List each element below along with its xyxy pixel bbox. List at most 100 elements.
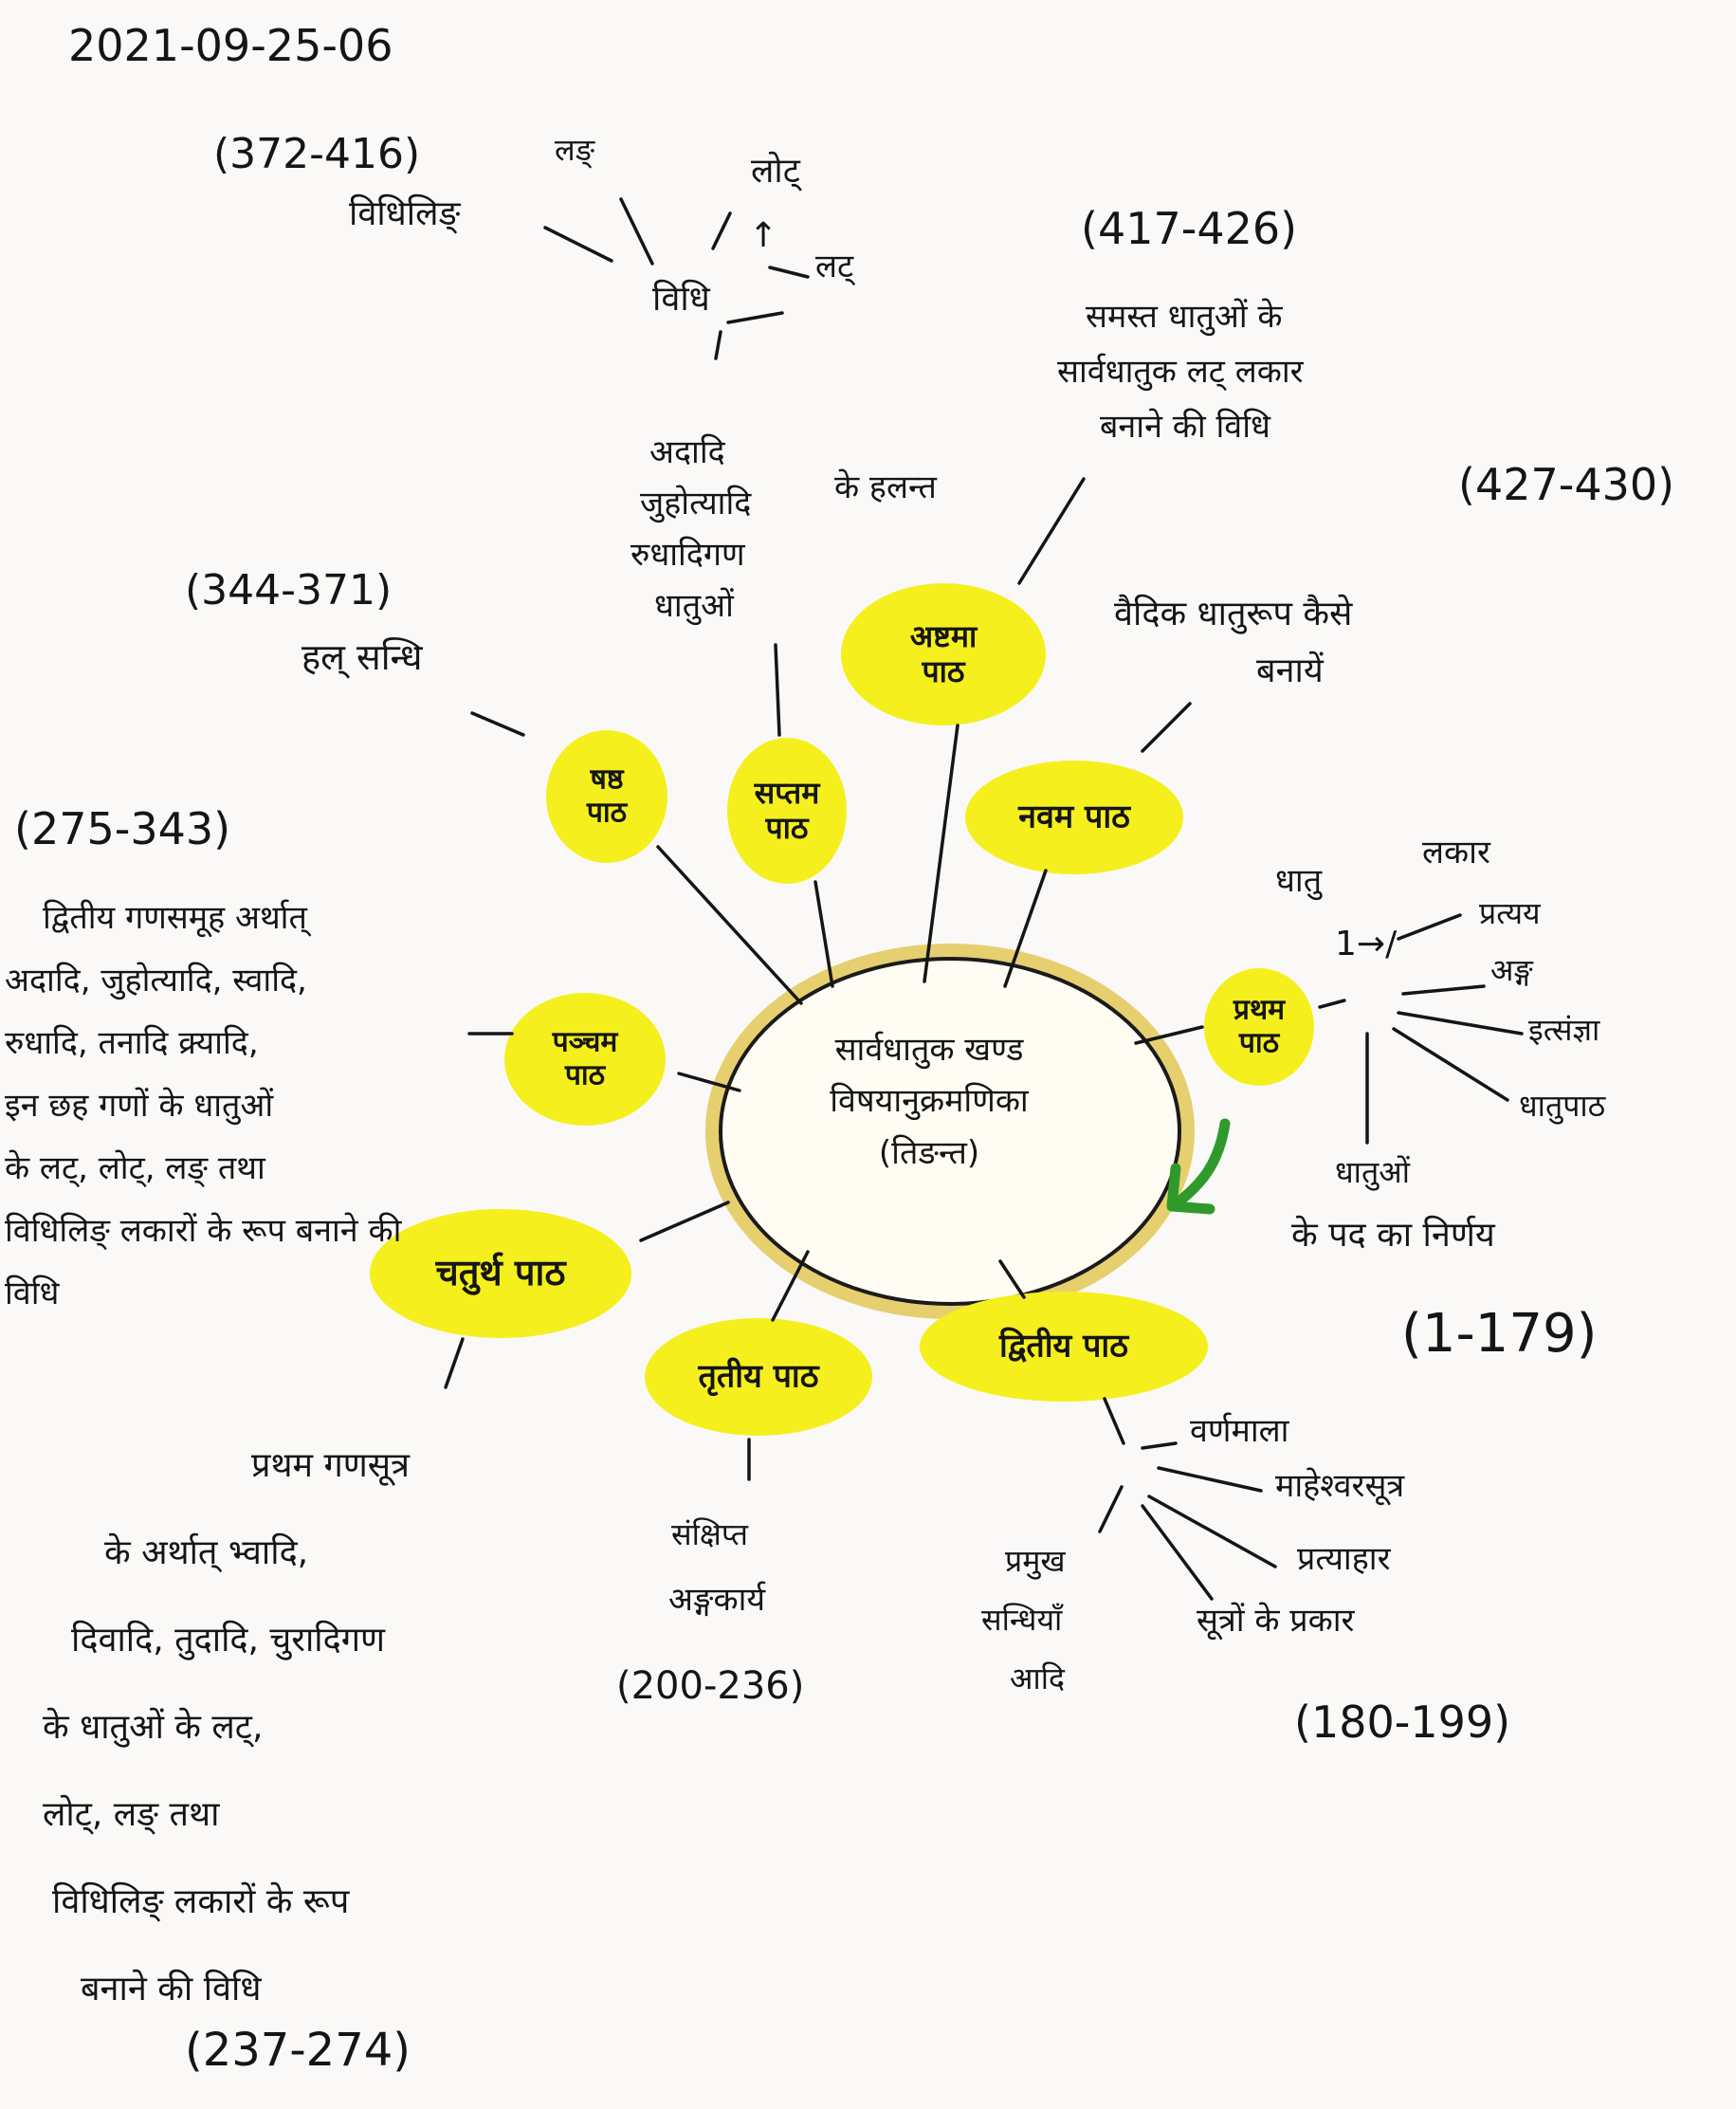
dvitiya-sandhi-1: प्रमुख <box>1005 1543 1066 1579</box>
ashtama-line-2: सार्वधातुक लट् लकार <box>1057 353 1304 391</box>
blob-ashtama <box>841 583 1046 725</box>
panchama-line-5: के लट्, लोट्, लङ् तथा <box>5 1149 265 1187</box>
chaturtha-line-7: बनाने की विधि <box>81 1970 262 2008</box>
panchama-line-4: इन छह गणों के धातुओं <box>5 1087 274 1125</box>
blob-ashtama-line-1: अष्टमा <box>909 618 978 655</box>
panchama-line-3: रुधादि, तनादि क्र्यादि, <box>5 1024 259 1062</box>
green-arrow-icon <box>1166 1118 1231 1215</box>
blob-label-ashtama: अष्टमा पाठ <box>910 619 978 689</box>
saptama-lat: लट् <box>815 248 854 285</box>
prathama-item-1: प्रत्यय <box>1479 895 1541 931</box>
shashtha-range: (344-371) <box>185 566 393 614</box>
blob-tritiya <box>645 1318 872 1436</box>
prathama-dhatu: धातु <box>1275 862 1323 900</box>
blob-label-chaturtha: चतुर्थ पाठ <box>435 1252 566 1294</box>
saptama-line-2: जुहोत्यादि <box>640 485 752 523</box>
panchama-line-7: विधि <box>5 1275 60 1312</box>
blob-saptama-line-1: सप्तम <box>754 775 820 812</box>
panchama-text: द्वितीय गणसमूह अर्थात् अदादि, जुहोत्यादि… <box>5 887 401 1325</box>
blob-label-tritiya: तृतीय पाठ <box>698 1357 819 1396</box>
saptama-line-4: धातुओं <box>654 587 734 625</box>
saptama-suffix: के हलन्त <box>834 468 937 506</box>
blob-label-navama: नवम पाठ <box>1018 798 1130 836</box>
dvitiya-range: (180-199) <box>1294 1696 1511 1748</box>
saptama-line-1: अदादि <box>649 433 725 471</box>
panchama-line-1: द्वितीय गणसमूह अर्थात् <box>43 899 307 937</box>
blob-ashtama-line-2: पाठ <box>922 653 965 689</box>
saptama-lot: लोट् <box>751 152 800 191</box>
ashtama-range: (417-426) <box>1081 203 1298 254</box>
blob-label-saptama: सप्तम पाठ <box>755 776 820 846</box>
center-node-ring <box>705 944 1195 1319</box>
blob-panchama-line-1: पञ्चम <box>552 1025 618 1059</box>
prathama-pada-2: के पद का निर्णय <box>1291 1216 1495 1255</box>
prathama-lakara: लकार <box>1422 834 1490 871</box>
date-label: 2021-09-25-06 <box>68 20 393 71</box>
chaturtha-range: (237-274) <box>185 2024 411 2077</box>
saptama-arrow-up: ↑ <box>749 216 778 255</box>
shashtha-text: हल् सन्धि <box>302 636 423 678</box>
chaturtha-line-2: के अर्थात् भ्वादि, <box>104 1533 309 1572</box>
ashtama-line-1: समस्त धातुओं के <box>1086 298 1283 336</box>
saptama-text: अदादि जुहोत्यादि रुधादिगण धातुओं <box>630 427 751 632</box>
prathama-arrow: 1→/ <box>1335 925 1398 963</box>
chaturtha-line-1: प्रथम गणसूत्र <box>251 1446 410 1485</box>
navama-range: (427-430) <box>1458 459 1675 510</box>
prathama-pada-1: धातुओं <box>1335 1154 1410 1190</box>
tritiya-line-2: अङ्गकार्य <box>668 1581 766 1619</box>
dvitiya-item-4: सूत्रों के प्रकार <box>1197 1602 1355 1640</box>
blob-prathama-line-1: प्रथम <box>1233 993 1286 1027</box>
tritiya-range: (200-236) <box>616 1664 805 1708</box>
blob-panchama-line-2: पाठ <box>564 1058 606 1091</box>
panchama-range: (275-343) <box>14 803 231 854</box>
navama-line-1: वैदिक धातुरूप कैसे <box>1114 595 1353 633</box>
prathama-range: (1-179) <box>1401 1303 1598 1365</box>
blob-prathama-line-2: पाठ <box>1238 1026 1280 1059</box>
chaturtha-line-5: लोट्, लङ् तथा <box>43 1795 220 1834</box>
dvitiya-item-3: प्रत्याहार <box>1297 1540 1391 1578</box>
prathama-item-3: इत्संज्ञा <box>1528 1012 1600 1048</box>
center-title: सार्वधातुक खण्ड विषयानुक्रमणिका (तिङन्त) <box>730 1024 1128 1179</box>
dvitiya-item-2: माहेश्वरसूत्र <box>1275 1467 1405 1505</box>
saptama-line-3: रुधादिगण <box>630 536 745 574</box>
blob-dvitiya <box>920 1292 1208 1402</box>
connector-lines <box>444 197 1524 1601</box>
saptama-vidhi: विधि <box>652 280 710 319</box>
saptama-range: (372-416) <box>213 130 421 178</box>
dvitiya-sandhi-2: सन्धियाँ <box>981 1602 1063 1638</box>
blob-label-panchama: पञ्चम पाठ <box>552 1025 618 1092</box>
blob-shashtha-line-1: षष्ठ <box>590 762 624 797</box>
chaturtha-line-6: विधिलिङ् लकारों के रूप <box>52 1882 350 1921</box>
chaturtha-line-4: के धातुओं के लट्, <box>43 1708 264 1747</box>
chaturtha-line-3: दिवादि, तुदादि, चुरादिगण <box>71 1621 386 1660</box>
blob-label-shashtha: षष्ठ पाठ <box>586 762 628 830</box>
blob-saptama <box>727 738 847 884</box>
blob-shashtha <box>546 730 667 863</box>
ashtama-line-3: बनाने की विधि <box>1100 408 1270 446</box>
center-line-3: (तिङन्त) <box>878 1133 980 1172</box>
center-line-1: सार्वधातुक खण्ड <box>834 1031 1024 1069</box>
blob-label-dvitiya: द्वितीय पाठ <box>999 1327 1128 1366</box>
navama-line-2: बनायें <box>1256 651 1324 690</box>
dvitiya-sandhi-3: आदि <box>1010 1660 1065 1696</box>
blob-chaturtha <box>370 1209 631 1338</box>
saptama-lang: लङ् <box>555 132 595 168</box>
blob-prathama <box>1204 968 1314 1086</box>
blob-saptama-line-2: पाठ <box>765 810 809 846</box>
panchama-line-6: विधिलिङ् लकारों के रूप बनाने की <box>5 1212 402 1250</box>
center-node <box>719 957 1181 1306</box>
ashtama-text: समस्त धातुओं के सार्वधातुक लट् लकार बनान… <box>1057 289 1304 454</box>
panchama-line-2: अदादि, जुहोत्यादि, स्वादि, <box>5 962 307 999</box>
blob-panchama <box>504 993 666 1126</box>
saptama-vidhilin: विधिलिङ् <box>349 194 461 233</box>
blob-shashtha-line-2: पाठ <box>586 796 628 829</box>
blob-label-prathama: प्रथम पाठ <box>1233 993 1286 1060</box>
tritiya-line-1: संक्षिप्त <box>671 1516 748 1552</box>
navama-text: वैदिक धातुरूप कैसे बनायें <box>1114 586 1352 700</box>
blob-navama <box>965 761 1183 874</box>
dvitiya-item-1: वर्णमाला <box>1190 1412 1289 1450</box>
chaturtha-text: प्रथम गणसूत्र के अर्थात् भ्वादि, दिवादि,… <box>43 1422 410 2033</box>
center-line-2: विषयानुक्रमणिका <box>830 1082 1029 1121</box>
prathama-item-4: धातुपाठ <box>1519 1088 1606 1124</box>
